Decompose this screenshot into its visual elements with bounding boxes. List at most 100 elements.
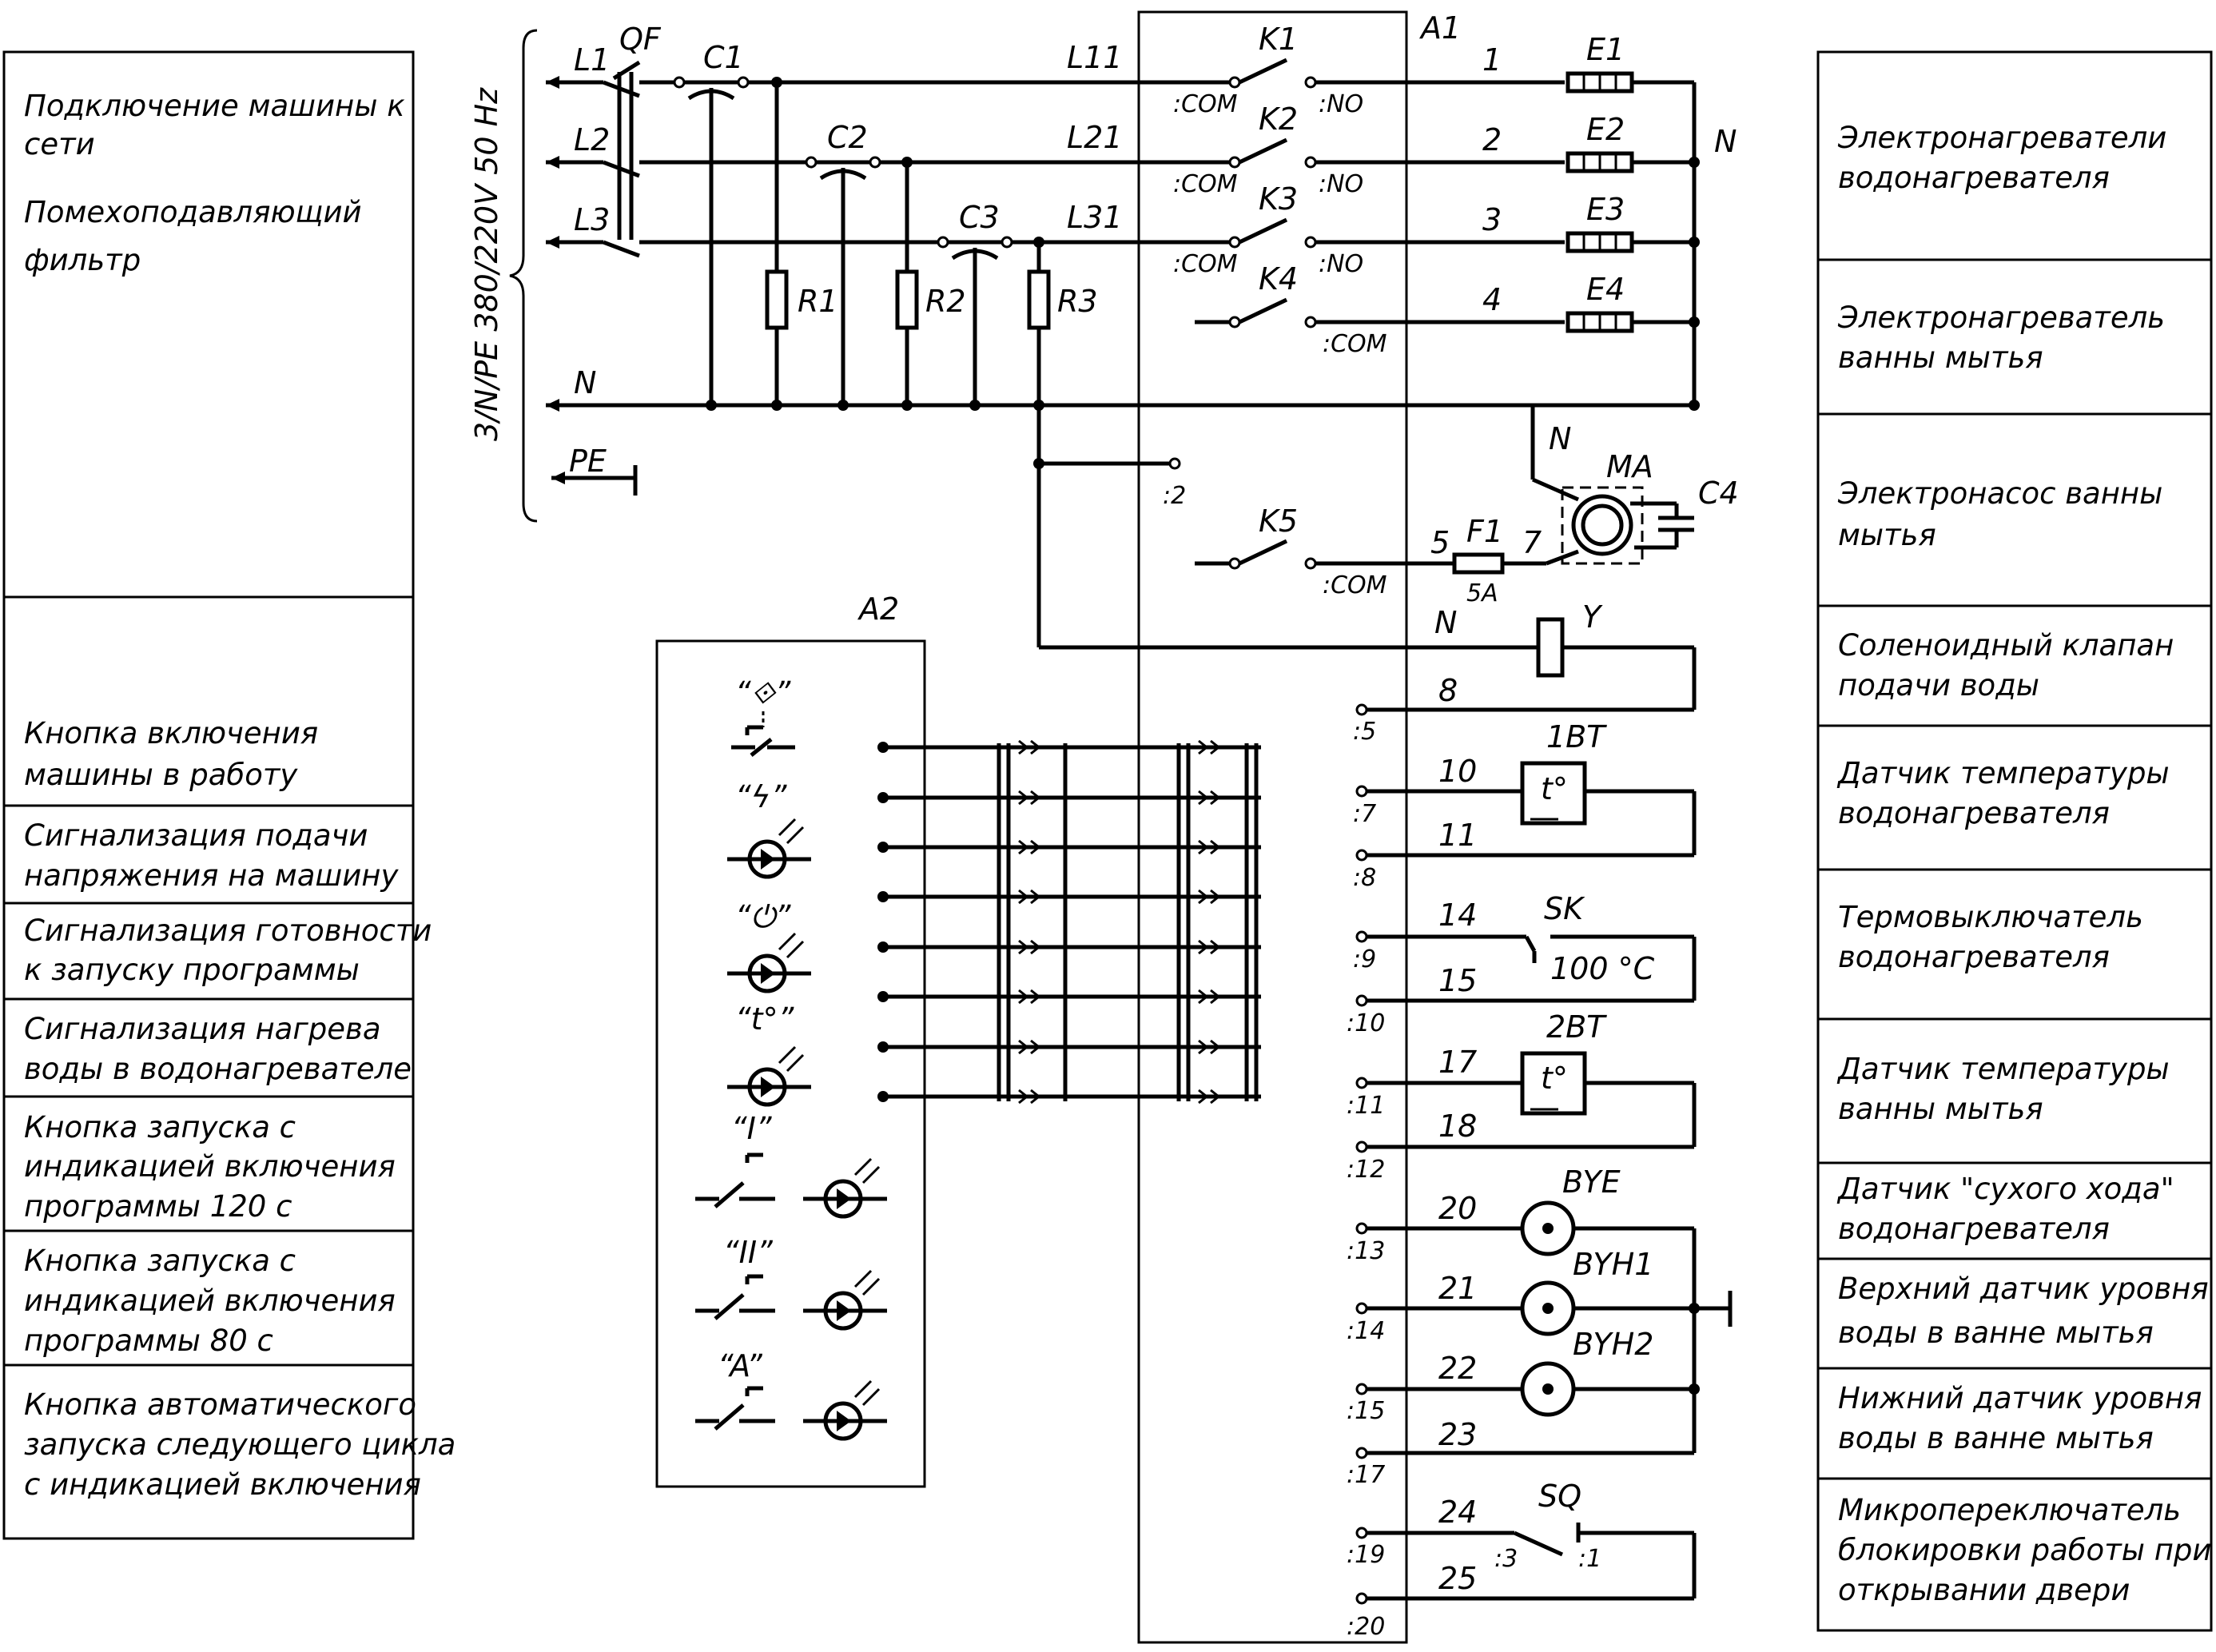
desc-valve-line1: Соленоидный клапан xyxy=(1838,628,2174,663)
panel-bus xyxy=(877,739,1261,1105)
desc-heat-line2: воды в водонагревателе xyxy=(24,1052,412,1086)
desc-mains-line1: Подключение машины к xyxy=(24,89,405,123)
desc-pump-line2: мытья xyxy=(1838,518,1936,552)
wire-23: 23 xyxy=(1438,1417,1477,1452)
label-r2: R2 xyxy=(925,284,966,319)
label-1bt: 1BT xyxy=(1546,719,1607,754)
heat-symbol: “t°” xyxy=(735,1001,794,1037)
desc-start-btn-line1: Кнопка включения xyxy=(24,716,318,750)
pin-10: :10 xyxy=(1347,1009,1385,1037)
a1-controller: A1 xyxy=(1137,10,1461,1644)
desc-thermo-line2: водонагревателя xyxy=(1838,940,2110,974)
label-r3: R3 xyxy=(1057,284,1098,319)
desc-ready-line2: к запуску программы xyxy=(24,953,360,987)
desc-prog80-line2: индикацией включения xyxy=(24,1284,396,1318)
label-n-pump: N xyxy=(1549,421,1571,456)
desc-auto-line1: Кнопка автоматического xyxy=(24,1387,416,1422)
desc-auto-line2: запуска следующего цикла xyxy=(24,1427,456,1462)
desc-lower-level-line1: Нижний датчик уровня xyxy=(1838,1381,2202,1415)
desc-temp-heater-line2: водонагревателя xyxy=(1838,796,2110,830)
desc-upper-level-line2: воды в ванне мытья xyxy=(1838,1316,2154,1350)
door-switch-sq: SQ :3 :1 24 25 :19 :20 xyxy=(1347,1479,1697,1641)
wire-3: 3 xyxy=(1482,202,1502,237)
mains-lines: L1 L2 L3 N PE xyxy=(546,42,1694,496)
desc-heaters-line2: водонагревателя xyxy=(1838,161,2110,195)
desc-filter-line2: фильтр xyxy=(24,243,141,277)
label-f1-rating: 5A xyxy=(1466,579,1498,607)
a2-control-panel: A2 “⟐” “ϟ” “⏻” “t°” xyxy=(655,591,926,1488)
pin-no-1: :NO xyxy=(1319,90,1363,118)
desc-bath-heater-line1: Электронагреватель xyxy=(1837,301,2165,335)
pin-5: :5 xyxy=(1353,718,1376,746)
pin-no-2: :NO xyxy=(1319,170,1363,198)
pin-com-3: :COM xyxy=(1173,250,1238,278)
pin-13: :13 xyxy=(1347,1237,1385,1265)
temp-sensor-1bt: t° 1BT 10 11 :7 :8 xyxy=(1353,719,1697,892)
filter-resistors: R1 R2 R3 xyxy=(765,82,1098,647)
desc-dry-run-line2: водонагревателя xyxy=(1838,1212,2110,1246)
label-n-heaters: N xyxy=(1714,124,1737,159)
heat-led-icon xyxy=(727,1045,811,1107)
desc-power-line2: напряжения на машину xyxy=(24,858,399,893)
program-i-button xyxy=(695,1152,775,1208)
pin-11: :11 xyxy=(1347,1092,1385,1120)
ready-symbol: “⏻” xyxy=(735,899,791,934)
wire-10: 10 xyxy=(1438,754,1477,789)
pin-2: :2 xyxy=(1163,482,1186,510)
desc-prog120-line1: Кнопка запуска с xyxy=(24,1110,296,1144)
label-qf: QF xyxy=(619,22,662,57)
right-description-table: Электронагреватели водонагревателя Элект… xyxy=(1816,50,2213,1632)
label-c4: C4 xyxy=(1698,476,1739,511)
desc-bath-heater-line2: ванны мытья xyxy=(1838,340,2043,375)
wire-20: 20 xyxy=(1438,1191,1477,1226)
neutral-branches: :2 xyxy=(1039,457,1538,650)
relay-k2: K2 :COM :NO xyxy=(1143,102,1363,198)
label-k4: K4 xyxy=(1259,261,1298,297)
wire-5: 5 xyxy=(1430,525,1450,560)
wire-24: 24 xyxy=(1438,1495,1477,1530)
wire-1: 1 xyxy=(1482,42,1502,78)
label-sq: SQ xyxy=(1538,1479,1581,1514)
desc-door-line1: Микропереключатель xyxy=(1838,1493,2181,1527)
label-y: Y xyxy=(1582,599,1603,635)
desc-lower-level-line2: воды в ванне мытья xyxy=(1838,1421,2154,1455)
desc-filter-line1: Помехоподавляющий xyxy=(24,195,362,229)
label-sk: SK xyxy=(1544,891,1585,926)
label-l3: L3 xyxy=(574,202,610,237)
desc-heat-line1: Сигнализация нагрева xyxy=(24,1012,381,1046)
desc-prog80-line3: программы 80 с xyxy=(24,1324,273,1358)
pin-no-3: :NO xyxy=(1319,250,1363,278)
desc-heaters-line1: Электронагреватели xyxy=(1837,121,2166,155)
program-i-led-icon xyxy=(803,1157,887,1219)
power-symbol: “ϟ” xyxy=(735,779,787,814)
thermal-switch-sk: SK 100 °C 14 15 :9 :10 xyxy=(1347,891,1697,1037)
label-a1: A1 xyxy=(1418,10,1461,46)
relay-k3: K3 :COM :NO xyxy=(1143,181,1363,278)
label-sk-temp: 100 °C xyxy=(1550,951,1655,986)
pin-12: :12 xyxy=(1347,1156,1385,1184)
label-f1: F1 xyxy=(1466,514,1503,549)
left-description-table: Подключение машины к сети Помехоподавляю… xyxy=(2,50,456,1540)
label-l1: L1 xyxy=(574,42,610,78)
label-e4: E4 xyxy=(1586,272,1625,307)
desc-temp-bath-line1: Датчик температуры xyxy=(1836,1052,2170,1086)
junction-dots xyxy=(706,77,1044,469)
desc-pump-line1: Электронасос ванны xyxy=(1837,476,2162,511)
filter-capacitors: C1 C2 C3 xyxy=(673,40,1013,405)
pin-9: :9 xyxy=(1353,945,1376,973)
desc-prog80-line1: Кнопка запуска с xyxy=(24,1244,296,1278)
relay-k1: K1 :COM :NO xyxy=(1143,22,1363,118)
wire-25: 25 xyxy=(1438,1561,1477,1596)
wire-18: 18 xyxy=(1438,1109,1477,1144)
pin-sq-1: :1 xyxy=(1578,1545,1601,1573)
program-ii-symbol: “II” xyxy=(723,1235,773,1270)
power-led-icon xyxy=(727,818,811,879)
wire-7: 7 xyxy=(1522,525,1542,560)
desc-auto-line3: с индикацией включения xyxy=(24,1467,421,1502)
pin-com-5: :COM xyxy=(1323,571,1387,599)
supply-brace: 3/N/PE 380/220V 50 Hz xyxy=(469,29,538,523)
desc-thermo-line1: Термовыключатель xyxy=(1838,900,2143,934)
wire-4: 4 xyxy=(1482,282,1502,317)
